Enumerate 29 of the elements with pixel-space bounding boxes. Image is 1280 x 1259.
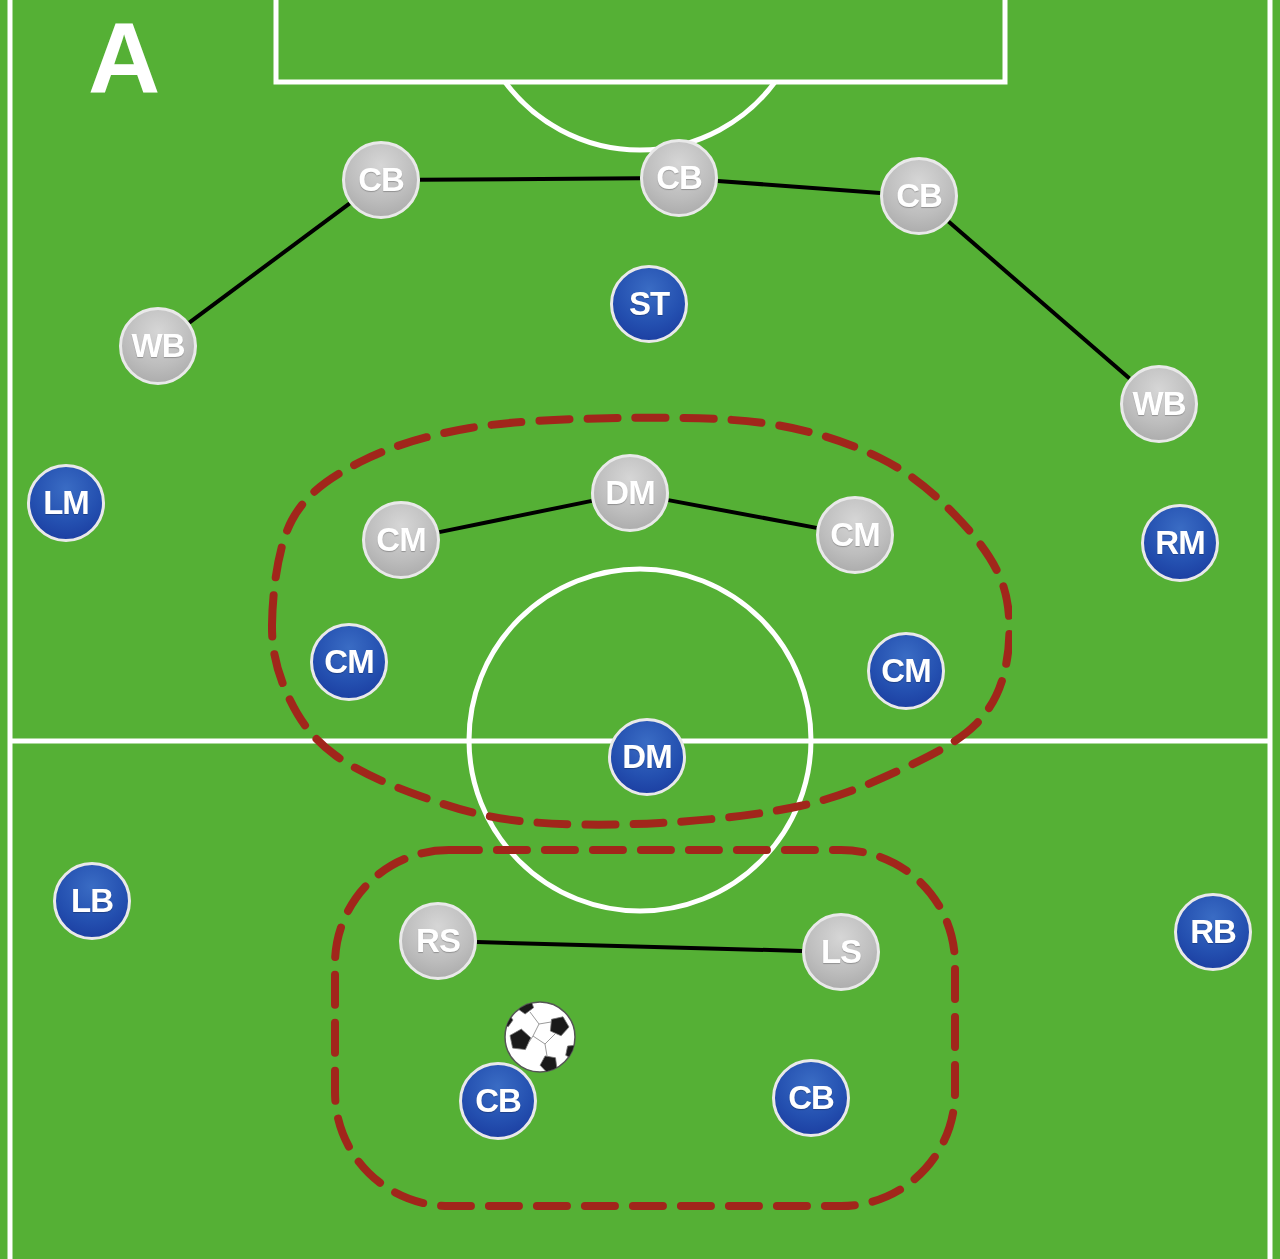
player-token: LM bbox=[27, 464, 105, 542]
player-token: CM bbox=[362, 501, 440, 579]
dashed-zone-outline bbox=[266, 412, 1012, 829]
player-token: RM bbox=[1141, 504, 1219, 582]
player-token: LB bbox=[53, 862, 131, 940]
player-token: CB bbox=[880, 157, 958, 235]
player-token: CM bbox=[867, 632, 945, 710]
player-token: DM bbox=[608, 718, 686, 796]
panel-letter: A bbox=[88, 8, 161, 108]
player-token: LS bbox=[802, 913, 880, 991]
connector-line bbox=[947, 220, 1131, 380]
player-token: CM bbox=[310, 623, 388, 701]
player-token: ST bbox=[610, 265, 688, 343]
player-token: CB bbox=[459, 1062, 537, 1140]
player-token: WB bbox=[119, 307, 197, 385]
connector-line bbox=[476, 940, 803, 953]
player-token: RS bbox=[399, 902, 477, 980]
player-token: WB bbox=[1120, 365, 1198, 443]
player-token: DM bbox=[591, 454, 669, 532]
player-token: CB bbox=[640, 139, 718, 217]
connector-line bbox=[188, 201, 351, 325]
player-token: CB bbox=[342, 141, 420, 219]
player-token: CB bbox=[772, 1059, 850, 1137]
player-token: RB bbox=[1174, 893, 1252, 971]
connector-line bbox=[438, 498, 593, 535]
connector-line bbox=[717, 178, 881, 196]
connector-line bbox=[420, 176, 640, 182]
player-token: CM bbox=[816, 496, 894, 574]
connector-line bbox=[667, 498, 818, 530]
